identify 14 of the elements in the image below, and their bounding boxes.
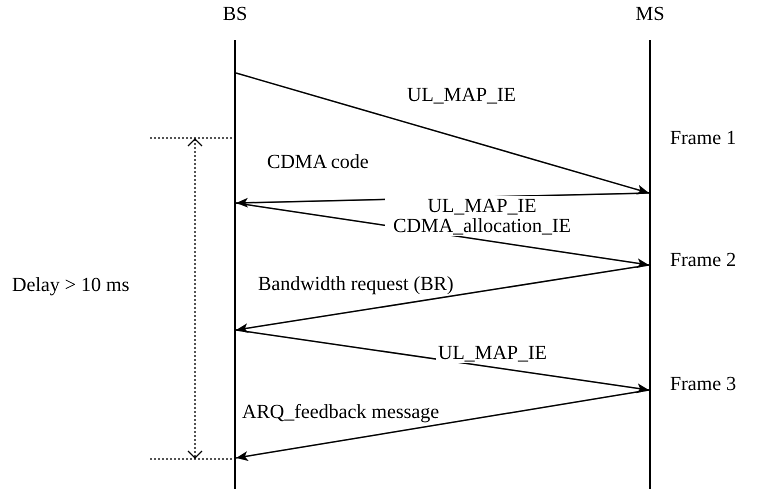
message-arrow bbox=[236, 389, 650, 461]
frame-label: Frame 2 bbox=[670, 248, 736, 272]
message-arrow bbox=[236, 329, 650, 394]
lifeline-label: BS bbox=[222, 2, 248, 26]
dimension-label: Delay > 10 ms bbox=[12, 273, 130, 297]
edge-label: Bandwidth request (BR) bbox=[256, 274, 456, 294]
edge-label: ARQ_feedback message bbox=[240, 402, 442, 422]
message-arrow bbox=[236, 72, 650, 194]
frame-label: Frame 1 bbox=[670, 126, 736, 150]
frame-label: Frame 3 bbox=[670, 372, 736, 396]
lifeline-label: MS bbox=[636, 2, 664, 26]
edge-label: UL_MAP_IE bbox=[405, 85, 518, 105]
message-arrow bbox=[236, 264, 650, 334]
edge-label: UL_MAP_IE bbox=[436, 343, 549, 363]
